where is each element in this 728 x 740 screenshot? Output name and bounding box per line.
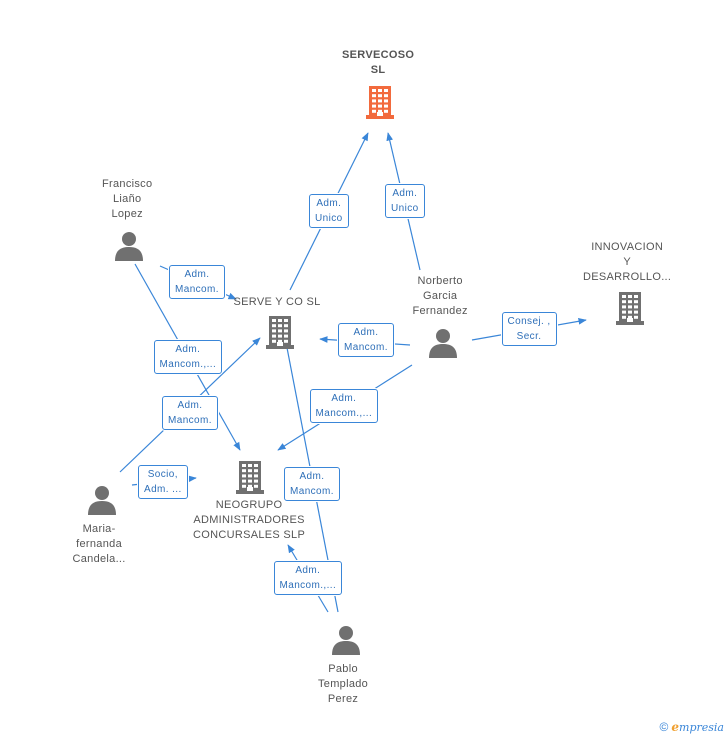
edge-label-francisco-to-neogrupo[interactable]: Adm. Mancom.,...	[153, 340, 223, 374]
building-icon-servecoso[interactable]	[365, 85, 395, 124]
edge-label-maria-to-neogrupo[interactable]: Socio, Adm. ...	[138, 465, 188, 499]
footer-brand[interactable]: ©empresia	[660, 720, 724, 734]
node-label-serveyco[interactable]: SERVE Y CO SL	[233, 295, 321, 308]
edge-label-norberto-to-innovacion[interactable]: Consej. , Secr.	[501, 312, 557, 346]
building-icon-neogrupo[interactable]	[235, 460, 265, 499]
edge-label-norberto-to-serveyco[interactable]: Adm. Mancom.	[338, 323, 394, 357]
brand-initial: e	[671, 720, 680, 734]
node-label-servecoso[interactable]: SERVECOSO SL	[342, 49, 415, 76]
person-icon-francisco[interactable]	[114, 231, 144, 266]
brand-name: mpresia	[679, 721, 724, 734]
edge-label-pablo-to-neogrupo[interactable]: Adm. Mancom.,...	[273, 561, 343, 595]
node-label-maria[interactable]: Maria- fernanda Candela...	[72, 522, 126, 565]
node-label-norberto[interactable]: Norberto Garcia Fernandez	[412, 274, 468, 317]
node-label-innovacion[interactable]: INNOVACION Y DESARROLLO...	[583, 240, 672, 283]
person-icon-norberto[interactable]	[428, 328, 458, 363]
person-icon-maria[interactable]	[87, 485, 117, 520]
node-label-neogrupo[interactable]: NEOGRUPO ADMINISTRADORES CONCURSALES SLP	[193, 498, 306, 541]
edge-label-norberto-to-servecoso[interactable]: Adm. Unico	[385, 184, 425, 218]
edge-label-serveyco-to-servecoso[interactable]: Adm. Unico	[309, 194, 349, 228]
edge-label-francisco-to-serveyco[interactable]: Adm. Mancom.	[169, 265, 225, 299]
person-icon-pablo[interactable]	[331, 625, 361, 660]
building-icon-serveyco[interactable]	[265, 315, 295, 354]
building-icon-innovacion[interactable]	[615, 291, 645, 330]
edge-label-maria-to-serveyco[interactable]: Adm. Mancom.	[162, 396, 218, 430]
copyright-symbol: ©	[659, 720, 669, 734]
node-label-francisco[interactable]: Francisco Liaño Lopez	[102, 177, 153, 220]
edge-label-norberto-to-neogrupo[interactable]: Adm. Mancom.,...	[309, 389, 379, 423]
edge-label-pablo-to-serveyco[interactable]: Adm. Mancom.	[284, 467, 340, 501]
node-label-pablo[interactable]: Pablo Templado Perez	[318, 662, 369, 705]
